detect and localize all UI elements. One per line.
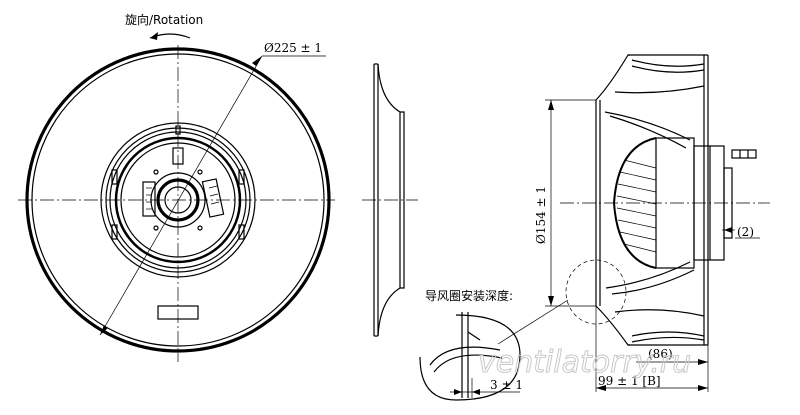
right-ring-tab: [238, 169, 245, 185]
dim-3-label: 3 ± 1: [490, 378, 523, 392]
blade-6b: [631, 336, 705, 343]
blade-3b: [609, 115, 687, 149]
detail-curve-1: [429, 346, 501, 366]
outer-ring-inner-edge: [31, 53, 325, 347]
blade-3: [604, 111, 691, 141]
motor-ring-5: [120, 142, 236, 258]
hub-flange: [150, 172, 206, 228]
detail-leader: [497, 299, 569, 345]
dim-99-arrow-right: [698, 385, 708, 391]
blade-4b: [611, 269, 695, 295]
gap-arrow: [724, 227, 732, 233]
detail-view: 导风圈安装深度: 3 ± 1: [419, 288, 569, 401]
inlet-depth-label: 导风圈安装深度:: [425, 288, 513, 303]
blade-6: [631, 331, 705, 337]
rotation-arrowhead: [150, 32, 158, 40]
label-plate: [157, 305, 199, 320]
diameter-arrowhead-top: [252, 56, 262, 66]
detail-outline: [419, 314, 521, 401]
detail-marker-circle: [565, 259, 627, 325]
diameter-leader-line: [99, 55, 263, 336]
blade-2: [614, 85, 705, 94]
motor-ring-2: [105, 127, 251, 273]
blade-5: [614, 309, 705, 317]
front-view: 旋向/Rotation Ø225 ± 1: [18, 12, 335, 362]
right-terminal-block: [201, 178, 225, 218]
gap-label: (2): [737, 225, 754, 239]
terminal-pin: [209, 193, 219, 197]
motor-ring-3: [109, 131, 247, 269]
inlet-ring-profile: [362, 63, 418, 337]
left-terminal-block: [142, 181, 156, 217]
terminal-pin: [208, 185, 218, 189]
dim-3-arrow-left: [454, 389, 462, 395]
dim-86-arrow: [698, 359, 708, 365]
bolt-hole-2: [197, 169, 203, 175]
left-ring-tab: [111, 169, 118, 185]
hub-inner-ring: [164, 186, 192, 214]
dim-99-label: 99 ± 1 [B]: [598, 374, 661, 388]
terminal-pin: [210, 201, 220, 205]
motor-fins: [616, 159, 657, 253]
blade-4: [605, 261, 691, 289]
dim-154-arrow-bottom: [548, 296, 554, 306]
outer-diameter-label: Ø225 ± 1: [264, 41, 322, 55]
motor-ring-4: [114, 136, 242, 264]
dim-99-arrow-left: [596, 385, 606, 391]
inner-diameter-label: Ø154 ± 1: [534, 186, 548, 244]
motor-dome: [612, 137, 657, 269]
right-ring-tab-lower: [238, 224, 245, 240]
motor-ring-1: [100, 122, 256, 278]
watermark: ventilatorry.ru: [478, 345, 691, 380]
top-connector: [172, 147, 184, 165]
shroud-top: [595, 54, 630, 101]
detail-curve-2: [433, 354, 503, 373]
top-tab: [175, 125, 181, 135]
dim-154-arrow-top: [548, 100, 554, 110]
detail-lip: [467, 331, 481, 341]
bolt-hole-4: [197, 225, 203, 231]
bolt-hole-3: [153, 225, 159, 231]
bolt-hole-1: [153, 169, 159, 175]
profile-bell-mouth: [377, 63, 405, 337]
blade-1: [631, 59, 705, 67]
dim-86-label: (86): [648, 347, 673, 361]
blade-1b: [631, 65, 705, 73]
hub-outer-ring: [156, 178, 200, 222]
motor-cap: [723, 167, 733, 239]
diameter-arrowhead-bottom: [100, 325, 108, 335]
rotation-label: 旋向/Rotation: [125, 12, 203, 27]
side-view: Ø154 ± 1 (2) (86) 99 ± 1 [B]: [534, 54, 770, 392]
shroud-bottom: [595, 305, 630, 346]
left-ring-tab-lower: [111, 224, 118, 240]
outer-inlet-ring: [25, 47, 331, 353]
dim-3-arrow-right: [472, 389, 480, 395]
cable-gland: [731, 149, 757, 159]
